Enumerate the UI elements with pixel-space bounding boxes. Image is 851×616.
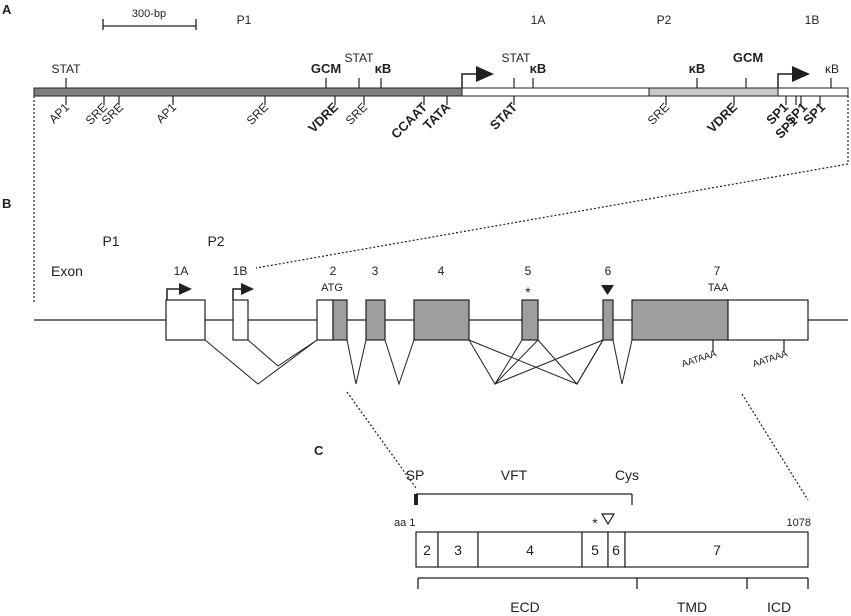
site-kb-3: κB	[689, 61, 706, 76]
splice-lines	[204, 339, 633, 386]
domain-cys-label: Cys	[615, 467, 639, 483]
site-ap1-2: AP1	[153, 100, 179, 126]
exon-1b-box	[232, 299, 249, 341]
b-tss-arrow-1a	[166, 283, 192, 300]
exon-number-5: 5	[525, 264, 532, 278]
zoom-connector-c-right	[741, 393, 809, 501]
aa-end-label: 1078	[787, 517, 811, 529]
aa-start-label: aa 1	[394, 517, 415, 529]
site-gcm-2: GCM	[733, 50, 763, 65]
exon-number-1a: 1A	[174, 264, 189, 278]
exon-number-7: 7	[714, 264, 721, 278]
segment-label-2: 2	[423, 542, 431, 558]
exon-6-box	[602, 299, 614, 341]
exon-4-box	[413, 299, 470, 341]
protein-segment-7	[624, 531, 809, 568]
site-sre-3: SRE	[244, 100, 271, 127]
segment-label-5: 5	[591, 542, 599, 558]
site-kb-4: κB	[825, 62, 839, 76]
segment-label-7: 7	[713, 542, 721, 558]
exon-number-3: 3	[372, 264, 379, 278]
site-tata: TATA	[420, 99, 453, 132]
exon6-triangle-marker	[601, 285, 614, 295]
polya-signal-2: AATAAA	[751, 348, 789, 370]
p1-promoter-region	[33, 87, 463, 97]
exon-7-utr-box	[727, 299, 809, 341]
scale-bar-label: 300-bp	[132, 8, 166, 20]
site-kb-2: κB	[530, 61, 547, 76]
polya-signal-1: AATAAA	[680, 348, 718, 370]
exon-1b-label: 1B	[805, 13, 820, 27]
region-brackets	[417, 577, 809, 589]
exon-number-1b: 1B	[233, 264, 248, 278]
tss-arrow-1a	[461, 66, 494, 88]
site-sre-4: SRE	[343, 100, 370, 127]
site-stat-2: STAT	[345, 51, 375, 65]
segment-label-6: 6	[612, 542, 620, 558]
exon-3-box	[365, 299, 386, 341]
domain-bracket	[414, 493, 633, 505]
domain-vft-label: VFT	[501, 467, 528, 483]
upper-site-ticks	[65, 78, 832, 88]
taa-codon-label: TAA	[708, 282, 729, 294]
site-kb-1: κB	[375, 61, 392, 76]
panel-a-label: A	[2, 2, 12, 17]
exon-1a-region	[461, 87, 650, 97]
site-sp1-4: SP1	[800, 100, 828, 128]
site-vdre-2: VDRE	[704, 99, 740, 135]
panel-b-label: B	[2, 196, 11, 211]
zoom-connector-diagonal	[255, 163, 849, 269]
site-stat-4: STAT	[487, 99, 520, 132]
protein-segment-5	[581, 531, 609, 568]
exon-7-coding-box	[631, 299, 729, 341]
b-promoter-p1-label: P1	[102, 233, 119, 249]
region-tmd-label: TMD	[677, 599, 707, 615]
lower-site-ticks	[65, 96, 821, 105]
segment-label-3: 3	[454, 542, 462, 558]
region-icd-label: ICD	[767, 599, 791, 615]
protein-triangle-marker	[600, 513, 616, 526]
segment-label-4: 4	[526, 542, 534, 558]
site-vdre-1: VDRE	[305, 99, 341, 135]
exon-2-coding-box	[332, 299, 348, 341]
scale-bar: 300-bp	[102, 8, 197, 30]
exon-number-6: 6	[605, 264, 612, 278]
exon5-asterisk-marker: *	[525, 284, 531, 300]
exon-word: Exon	[51, 263, 83, 279]
p2-promoter-region	[648, 87, 779, 97]
exon-5-box	[521, 299, 539, 341]
protein-asterisk-marker: *	[592, 515, 598, 531]
b-promoter-p2-label: P2	[207, 233, 224, 249]
exon-number-2: 2	[330, 264, 337, 278]
signal-peptide-marker	[414, 494, 418, 505]
promoter-p2-label: P2	[657, 13, 672, 27]
site-ap1-1: AP1	[46, 100, 72, 126]
promoter-p1-label: P1	[237, 13, 252, 27]
exon-1a-box	[165, 299, 206, 341]
exon-1b-region	[777, 87, 849, 97]
exon-2-utr-box	[316, 299, 334, 341]
site-sre-5: SRE	[645, 100, 672, 127]
exon-1a-label: 1A	[531, 13, 546, 27]
region-ecd-label: ECD	[510, 599, 540, 615]
site-stat-3: STAT	[502, 51, 532, 65]
panel-c-label: C	[314, 443, 324, 458]
b-tss-arrow-1b	[232, 283, 254, 300]
site-stat-1: STAT	[52, 62, 82, 76]
exon-number-4: 4	[438, 264, 445, 278]
protein-segment-3	[437, 531, 479, 568]
domain-sp-label: SP	[406, 467, 425, 483]
atg-codon-label: ATG	[321, 282, 343, 294]
site-gcm-1: GCM	[311, 61, 341, 76]
tss-arrow-1b	[777, 66, 810, 88]
